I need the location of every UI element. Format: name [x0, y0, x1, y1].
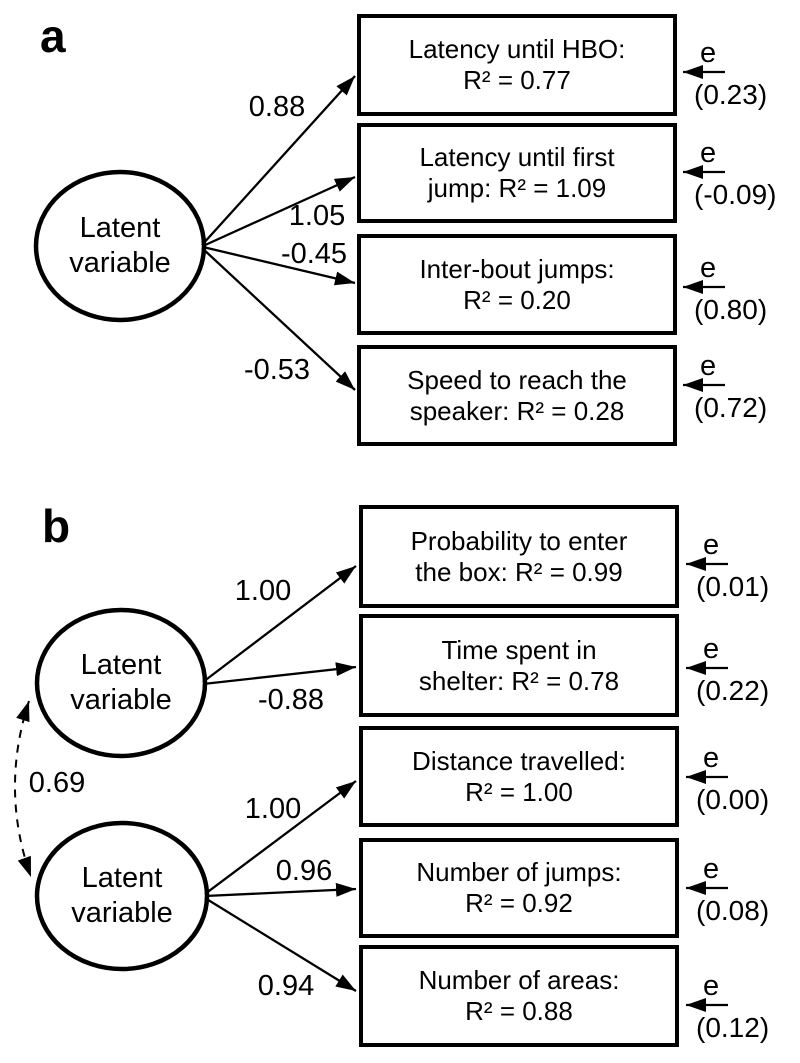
path-arrow: [202, 662, 357, 686]
panel-b-label: b: [42, 500, 71, 552]
path-coefficient: 0.94: [257, 970, 315, 1002]
path-coefficient: -0.88: [257, 684, 325, 716]
observed-variable-box: Latency until first jump: R² = 1.09: [357, 123, 677, 223]
path-coefficient: 0.88: [248, 91, 306, 123]
panel-a-label: a: [40, 10, 66, 62]
box-label-line: shelter: R² = 0.78: [418, 665, 620, 696]
error-term-symbol: e: [703, 529, 720, 561]
latent-variable-label-a: Latent variable: [69, 212, 171, 279]
observed-variable-box: Probability to enter the box: R² = 0.99: [359, 505, 679, 608]
error-term-value: (0.72): [694, 392, 768, 423]
path-coefficient: 1.00: [234, 575, 292, 607]
error-term-symbol: e: [700, 350, 717, 382]
path-arrow: [204, 882, 357, 898]
error-term-value: (0.23): [694, 79, 768, 110]
observed-variable-box: Latency until HBO: R² = 0.77: [357, 14, 677, 116]
error-term-symbol: e: [703, 970, 720, 1002]
error-term-symbol: e: [700, 252, 717, 284]
error-term-symbol: e: [703, 853, 720, 885]
observed-variable-box: Time spent in shelter: R² = 0.78: [359, 614, 679, 717]
error-term-value: (0.08): [696, 895, 770, 926]
error-term-symbol: e: [700, 137, 717, 169]
latent-variable-label-b2: Latent variable: [71, 862, 173, 929]
error-term-value: (0.80): [694, 294, 768, 325]
box-label-line: R² = 0.92: [465, 888, 573, 918]
correlation-coefficient: 0.69: [28, 767, 86, 799]
box-label-line: Number of areas:: [418, 965, 620, 995]
box-label-line: Inter-bout jumps:: [419, 253, 615, 284]
box-label-line: R² = 0.77: [463, 65, 571, 95]
box-label-line: R² = 0.88: [465, 996, 573, 1026]
box-label-line: Time spent in: [441, 634, 597, 665]
box-label-line: Probability to enter: [410, 525, 628, 556]
box-label-line: Distance travelled:: [412, 745, 626, 776]
path-coefficient: 1.00: [244, 793, 302, 825]
path-coefficient: -0.45: [280, 238, 348, 270]
box-label-line: Latency until first: [419, 142, 615, 172]
box-label-line: R² = 1.00: [465, 776, 573, 807]
error-term-value: (0.01): [696, 571, 770, 602]
observed-variable-box: Number of areas: R² = 0.88: [359, 945, 679, 1047]
observed-variable-box: Distance travelled: R² = 1.00: [359, 726, 679, 827]
error-term-value: (0.12): [696, 1012, 770, 1043]
box-label-line: Number of jumps:: [416, 857, 622, 887]
box-label-line: jump: R² = 1.09: [427, 173, 607, 203]
error-term-value: (-0.09): [694, 179, 777, 210]
observed-variable-box: Number of jumps: R² = 0.92: [359, 838, 679, 938]
observed-variable-box: Speed to reach the speaker: R² = 0.28: [357, 345, 677, 446]
error-term-value: (0.22): [696, 675, 770, 706]
observed-variable-box: Inter-bout jumps: R² = 0.20: [357, 234, 677, 335]
error-term-symbol: e: [700, 37, 717, 69]
path-coefficient: -0.53: [243, 354, 311, 386]
box-label-line: R² = 0.20: [463, 284, 571, 315]
path-coefficient: 1.05: [288, 200, 346, 232]
error-term-symbol: e: [703, 742, 720, 774]
error-term-symbol: e: [703, 633, 720, 665]
box-label-line: the box: R² = 0.99: [415, 556, 623, 587]
path-coefficient: 0.96: [275, 855, 333, 887]
error-term-value: (0.00): [696, 784, 770, 815]
latent-variable-label-b1: Latent variable: [70, 649, 172, 716]
box-label-line: Speed to reach the: [407, 364, 627, 395]
box-label-line: speaker: R² = 0.28: [409, 395, 625, 426]
box-label-line: Latency until HBO:: [408, 34, 626, 64]
